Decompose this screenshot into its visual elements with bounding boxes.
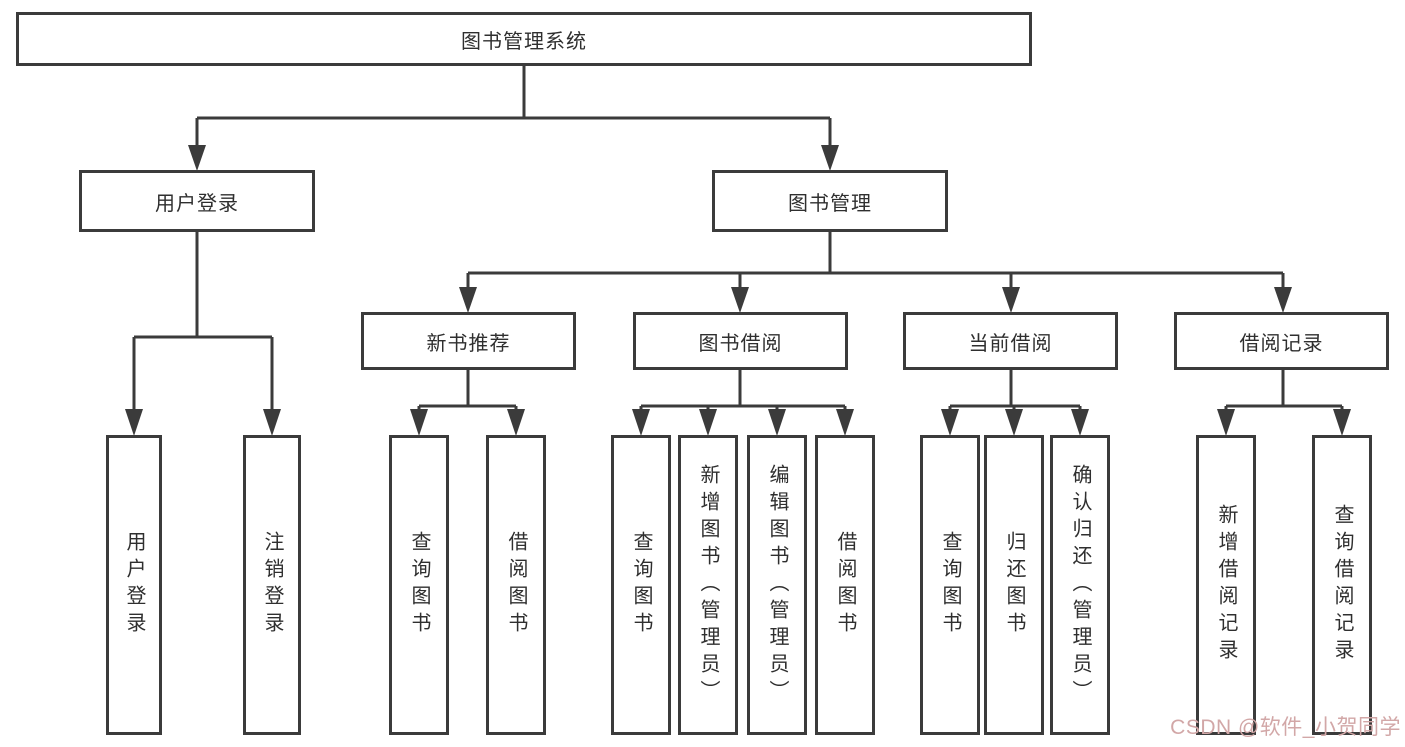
node-label: 当前借阅	[968, 332, 1053, 355]
node-root-label: 图书管理系统	[461, 30, 587, 53]
leaf-edit-book-admin: 编辑图书（管理员）	[747, 435, 807, 735]
leaf-logout: 注销登录	[243, 435, 301, 735]
leaf-label: 编辑图书（管理员）	[766, 463, 788, 707]
leaf-query-borrow-record: 查询借阅记录	[1312, 435, 1372, 735]
leaf-query-books-borrowing: 查询图书	[611, 435, 671, 735]
leaf-borrow-books: 借阅图书	[815, 435, 875, 735]
leaf-add-borrow-record: 新增借阅记录	[1196, 435, 1256, 735]
leaf-query-books-current: 查询图书	[920, 435, 980, 735]
leaf-add-book-admin: 新增图书（管理员）	[678, 435, 738, 735]
leaf-label: 查询图书	[939, 531, 961, 639]
leaf-label: 新增借阅记录	[1215, 504, 1237, 666]
node-current-borrowing: 当前借阅	[903, 312, 1118, 370]
leaf-return-books: 归还图书	[984, 435, 1044, 735]
leaf-label: 确认归还（管理员）	[1069, 463, 1091, 707]
leaf-label: 借阅图书	[834, 531, 856, 639]
leaf-label: 注销登录	[261, 531, 283, 639]
node-user-login-branch: 用户登录	[79, 170, 315, 232]
csdn-watermark: CSDN @软件_小贺同学	[1170, 716, 1401, 739]
leaf-borrow-books-recommend: 借阅图书	[486, 435, 546, 735]
node-root-system: 图书管理系统	[16, 12, 1032, 66]
leaf-label: 用户登录	[123, 531, 145, 639]
node-book-management-branch: 图书管理	[712, 170, 948, 232]
node-new-book-recommend: 新书推荐	[361, 312, 576, 370]
node-label: 图书管理	[788, 192, 872, 215]
node-label: 借阅记录	[1239, 332, 1324, 355]
leaf-label: 查询图书	[630, 531, 652, 639]
node-label: 用户登录	[155, 192, 239, 215]
node-borrow-records: 借阅记录	[1174, 312, 1389, 370]
leaf-label: 借阅图书	[505, 531, 527, 639]
leaf-label: 查询借阅记录	[1331, 504, 1353, 666]
leaf-user-login: 用户登录	[106, 435, 162, 735]
leaf-label: 归还图书	[1003, 531, 1025, 639]
leaf-label: 新增图书（管理员）	[697, 463, 719, 707]
node-book-borrowing: 图书借阅	[633, 312, 848, 370]
node-label: 新书推荐	[426, 332, 511, 355]
leaf-query-books-recommend: 查询图书	[389, 435, 449, 735]
leaf-confirm-return-admin: 确认归还（管理员）	[1050, 435, 1110, 735]
leaf-label: 查询图书	[408, 531, 430, 639]
node-label: 图书借阅	[698, 332, 783, 355]
